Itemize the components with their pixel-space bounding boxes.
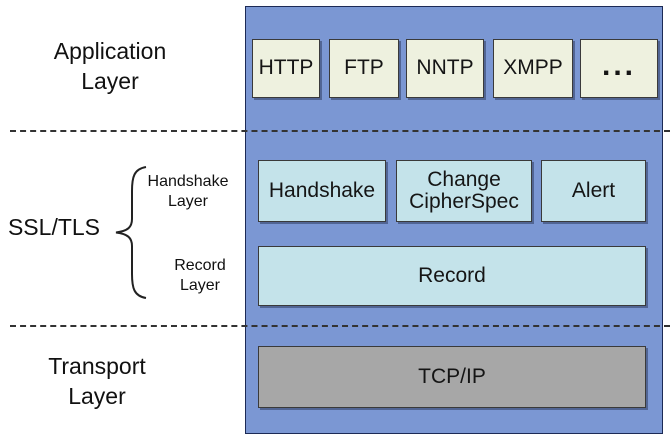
change-cipher-spec-line2: CipherSpec [409,190,519,213]
handshake-layer-label: Handshake Layer [138,172,238,212]
transport-layer-label-line1: Transport [48,353,146,379]
record-protocol-box: Record [258,246,646,306]
application-ssl-divider [10,130,670,132]
tcp-ip-protocol-box: TCP/IP [258,346,646,408]
record-layer-label: Record Layer [150,256,250,296]
transport-layer-label-line2: Layer [68,383,126,409]
application-layer-label: Application Layer [30,36,190,96]
transport-layer-label: Transport Layer [20,351,174,411]
alert-protocol-box: Alert [541,160,646,222]
xmpp-protocol-box: XMPP [493,39,573,98]
record-layer-label-line1: Record [174,257,226,274]
ssl-transport-divider [10,325,670,327]
application-layer-label-line2: Layer [81,68,139,94]
handshake-layer-label-line1: Handshake [147,173,229,190]
change-cipher-spec-box: Change CipherSpec [396,160,532,222]
curly-brace-icon [115,166,147,299]
change-cipher-spec-line1: Change [427,167,501,191]
more-protocols-box: ... [580,39,658,98]
ssl-tls-label: SSL/TLS [7,214,101,240]
handshake-layer-label-line2: Layer [167,193,209,210]
handshake-protocol-box: Handshake [258,160,386,222]
record-layer-label-line2: Layer [179,277,221,294]
application-layer-label-line1: Application [53,38,167,64]
ftp-protocol-box: FTP [329,39,399,98]
http-protocol-box: HTTP [252,39,320,98]
nntp-protocol-box: NNTP [406,39,484,98]
